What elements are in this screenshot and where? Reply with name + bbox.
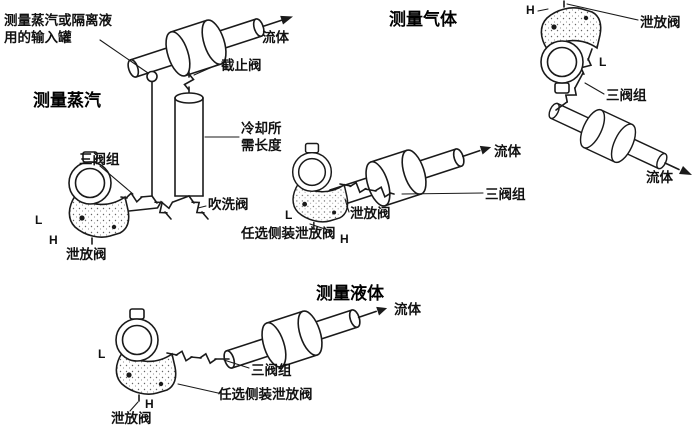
liquid-impulse-line — [166, 349, 230, 365]
gas-right-manifold-label: 三阀组 — [606, 88, 647, 103]
steam-title: 测量蒸汽 — [33, 91, 101, 110]
steam-inlet-tank-note: 测量蒸汽或隔离液 用的输入罐 — [4, 13, 112, 46]
gas-right-install — [537, 0, 692, 183]
gas-left-low-port-label: L — [285, 208, 293, 222]
steam-purge-valve-label: 吹洗阀 — [208, 197, 249, 212]
gas-right-leader-lines — [537, 3, 639, 95]
steam-purge-valves — [151, 195, 209, 220]
steam-flow-arrow — [262, 15, 293, 28]
gas-right-low-port-label: L — [599, 55, 607, 69]
steam-leader-lines — [99, 39, 240, 209]
steam-manifold-label: 三阀组 — [79, 152, 120, 167]
liquid-drain-valve-label: 泄放阀 — [111, 411, 152, 426]
steam-stop-valve-label: 截止阀 — [221, 58, 262, 73]
liquid-manifold-label: 三阀组 — [251, 363, 292, 378]
gas-left-optional-drain-label: 任选侧装泄放阀 — [241, 226, 336, 241]
steam-low-port-label: L — [35, 213, 43, 227]
steam-drain-valve-label: 泄放阀 — [66, 247, 107, 262]
cooling-column — [174, 92, 204, 197]
steam-cooling-length-label: 冷却所 需长度 — [241, 121, 282, 154]
liquid-low-port-label: L — [98, 347, 106, 361]
steam-pipe-assembly — [121, 3, 271, 93]
steam-section — [68, 3, 293, 245]
liquid-title: 测量液体 — [316, 284, 384, 303]
gas-right-drain-valve-label: 泄放阀 — [640, 15, 681, 30]
gas-left-leader-lines — [309, 192, 484, 232]
liquid-section — [115, 294, 388, 412]
gas-left-impulse-line — [339, 181, 395, 199]
gas-left-install — [291, 133, 492, 232]
steam-impulse-lines — [151, 71, 195, 197]
gas-title: 测量气体 — [389, 10, 457, 29]
steam-fluid-label: 流体 — [262, 30, 289, 45]
liquid-pipe-assembly — [217, 294, 367, 384]
gas-right-impulse-line — [555, 48, 594, 111]
gas-left-manifold-label: 三阀组 — [485, 187, 526, 202]
gas-right-flow-arrow — [664, 162, 692, 175]
liquid-leader-lines — [129, 359, 250, 412]
gas-left-transmitter — [291, 142, 349, 229]
gas-right-fluid-label: 流体 — [646, 170, 673, 185]
gas-right-transmitter — [540, 0, 602, 94]
liquid-high-port-label: H — [145, 397, 154, 411]
liquid-optional-drain-label: 任选侧装泄放阀 — [218, 387, 313, 402]
gas-right-high-port-label: H — [526, 3, 535, 17]
gas-left-fluid-label: 流体 — [494, 144, 521, 159]
liquid-flow-arrow — [357, 306, 388, 319]
gas-left-drain-valve-label: 泄放阀 — [350, 206, 391, 221]
liquid-transmitter — [115, 308, 177, 402]
steam-high-port-label: H — [49, 233, 58, 247]
gas-left-flow-arrow — [461, 145, 492, 158]
liquid-fluid-label: 流体 — [394, 302, 421, 317]
gas-left-high-port-label: H — [340, 232, 349, 246]
